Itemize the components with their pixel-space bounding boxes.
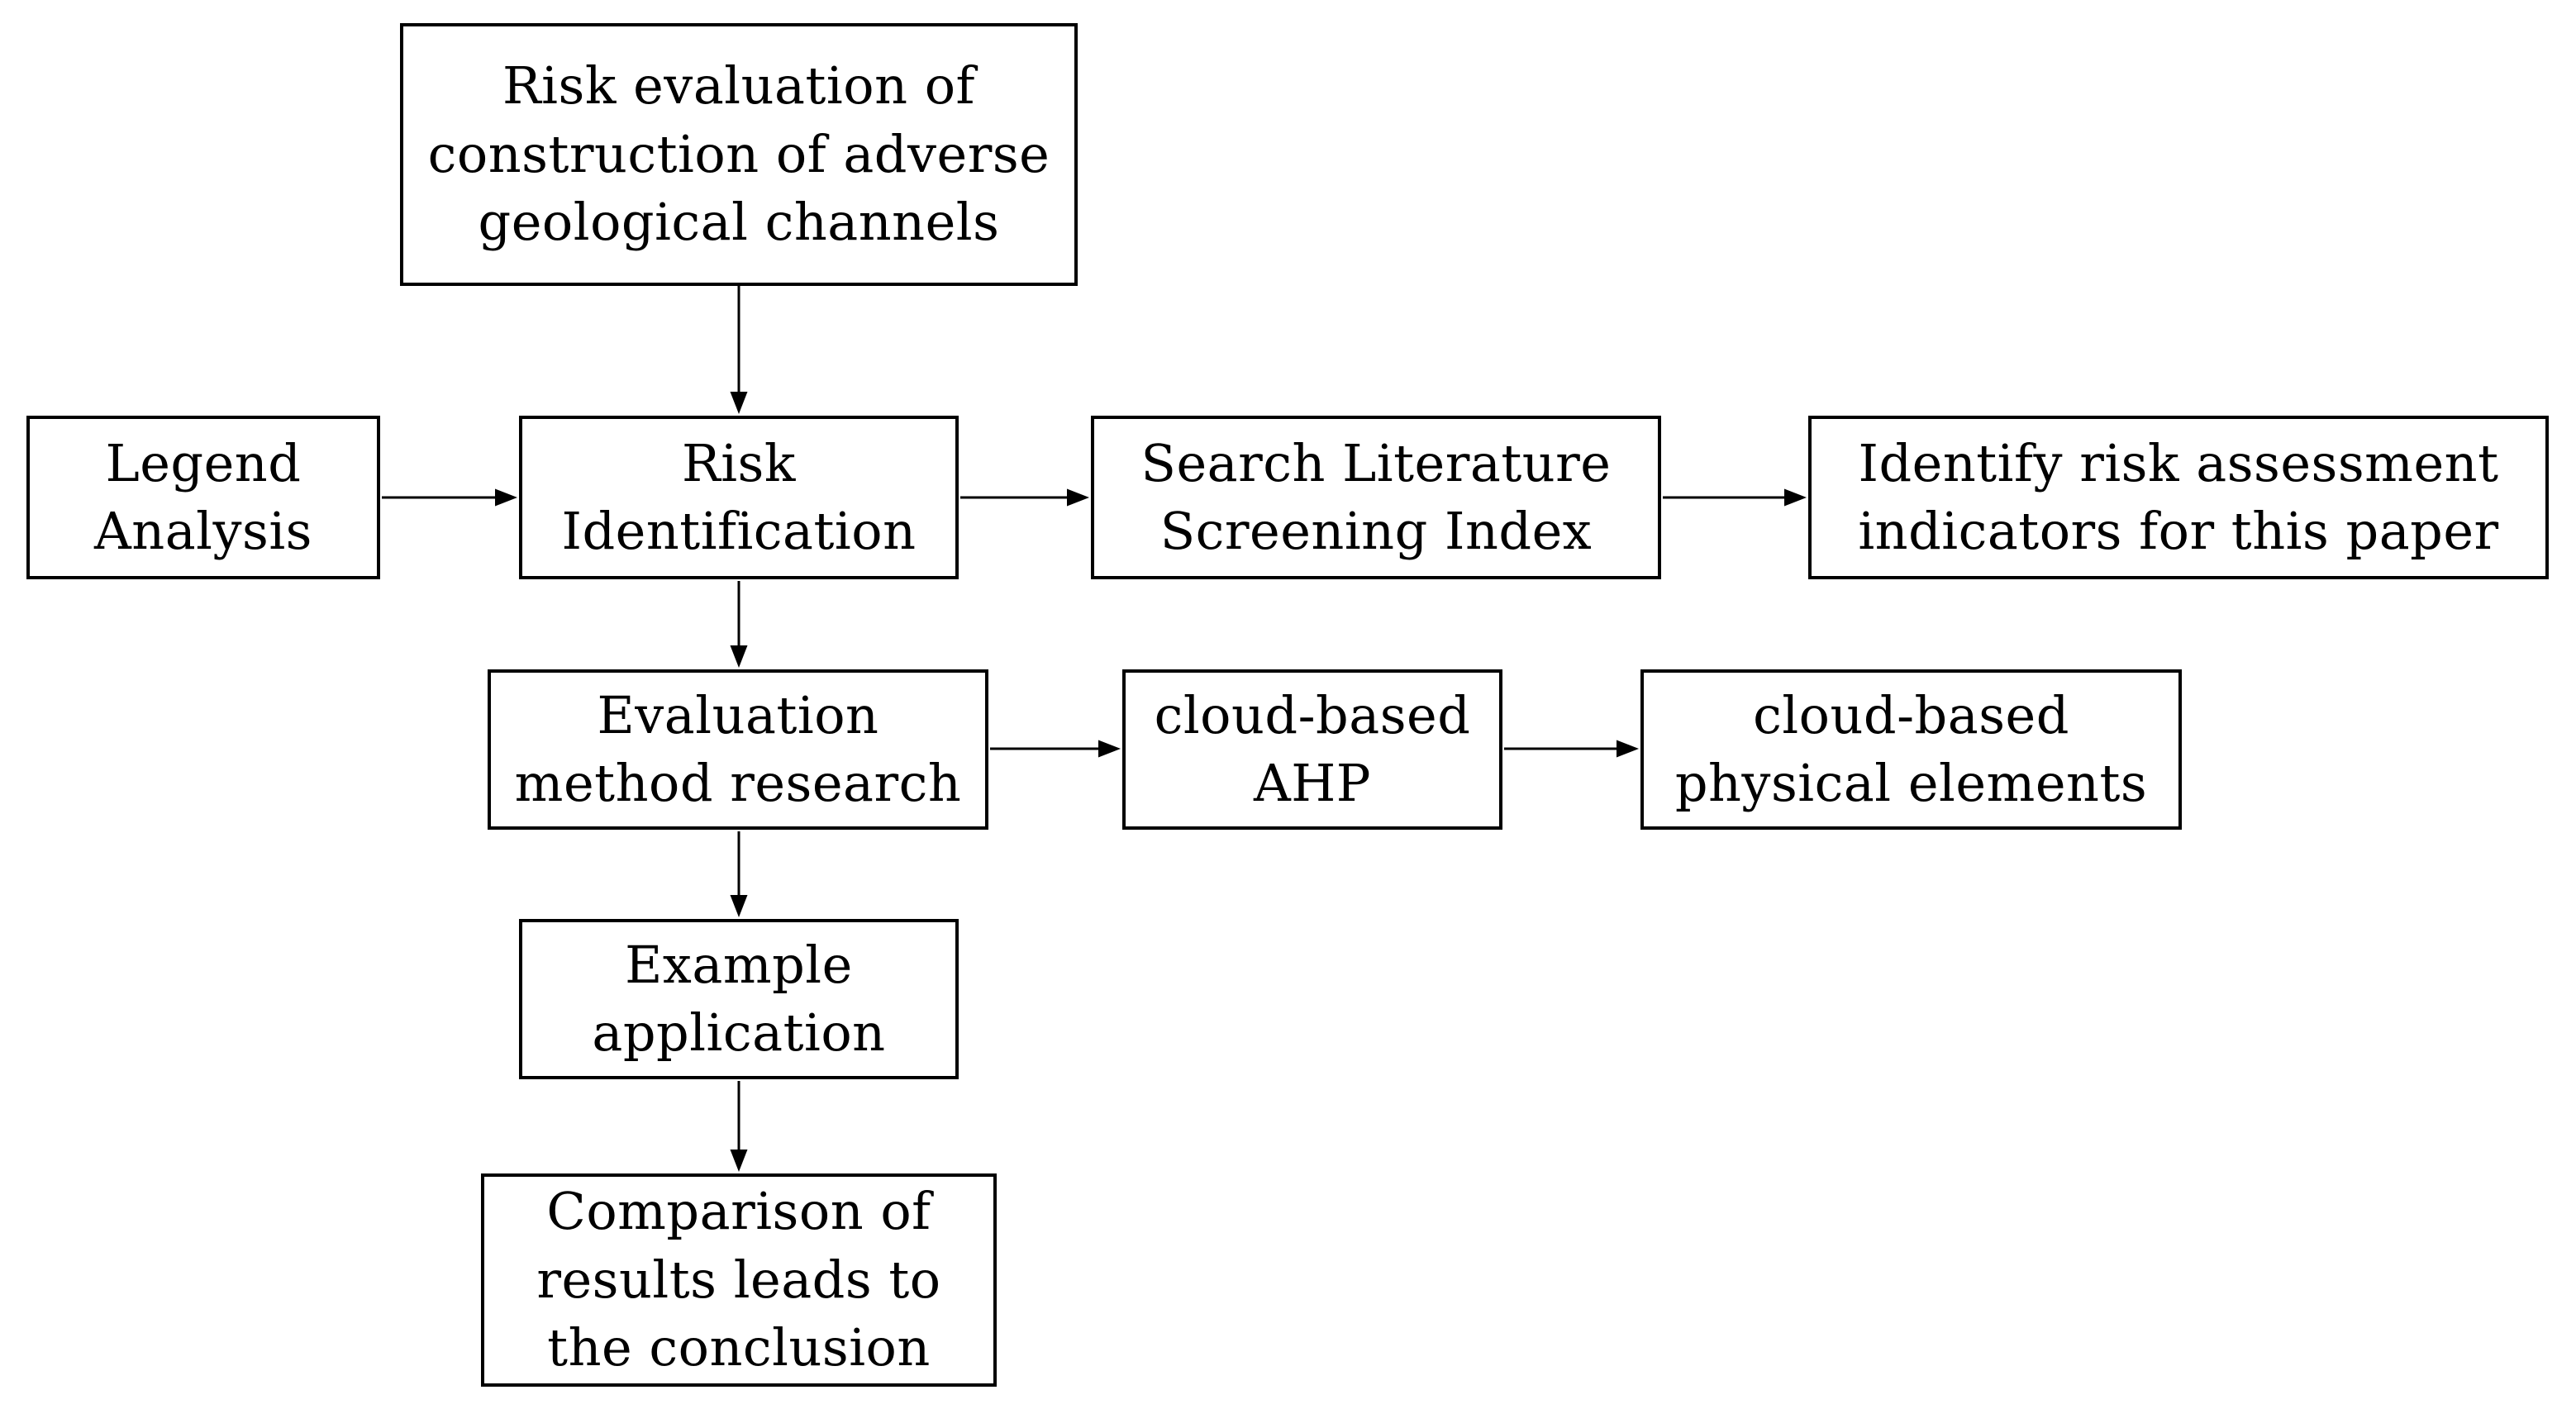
node-identify-risk-assessment-indicators: Identify risk assessment indicators for … (1808, 416, 2549, 579)
node-legend-analysis: Legend Analysis (26, 416, 380, 579)
node-cloud-based-physical-elements: cloud-based physical elements (1640, 669, 2182, 830)
node-evaluation-method-research: Evaluation method research (488, 669, 988, 830)
node-risk-evaluation-title: Risk evaluation of construction of adver… (400, 23, 1078, 286)
node-search-literature-screening-index: Search Literature Screening Index (1091, 416, 1661, 579)
node-example-application: Example application (519, 919, 959, 1079)
node-cloud-based-ahp: cloud-based AHP (1122, 669, 1502, 830)
node-risk-identification: Risk Identification (519, 416, 959, 579)
node-comparison-conclusion: Comparison of results leads to the concl… (481, 1173, 997, 1387)
